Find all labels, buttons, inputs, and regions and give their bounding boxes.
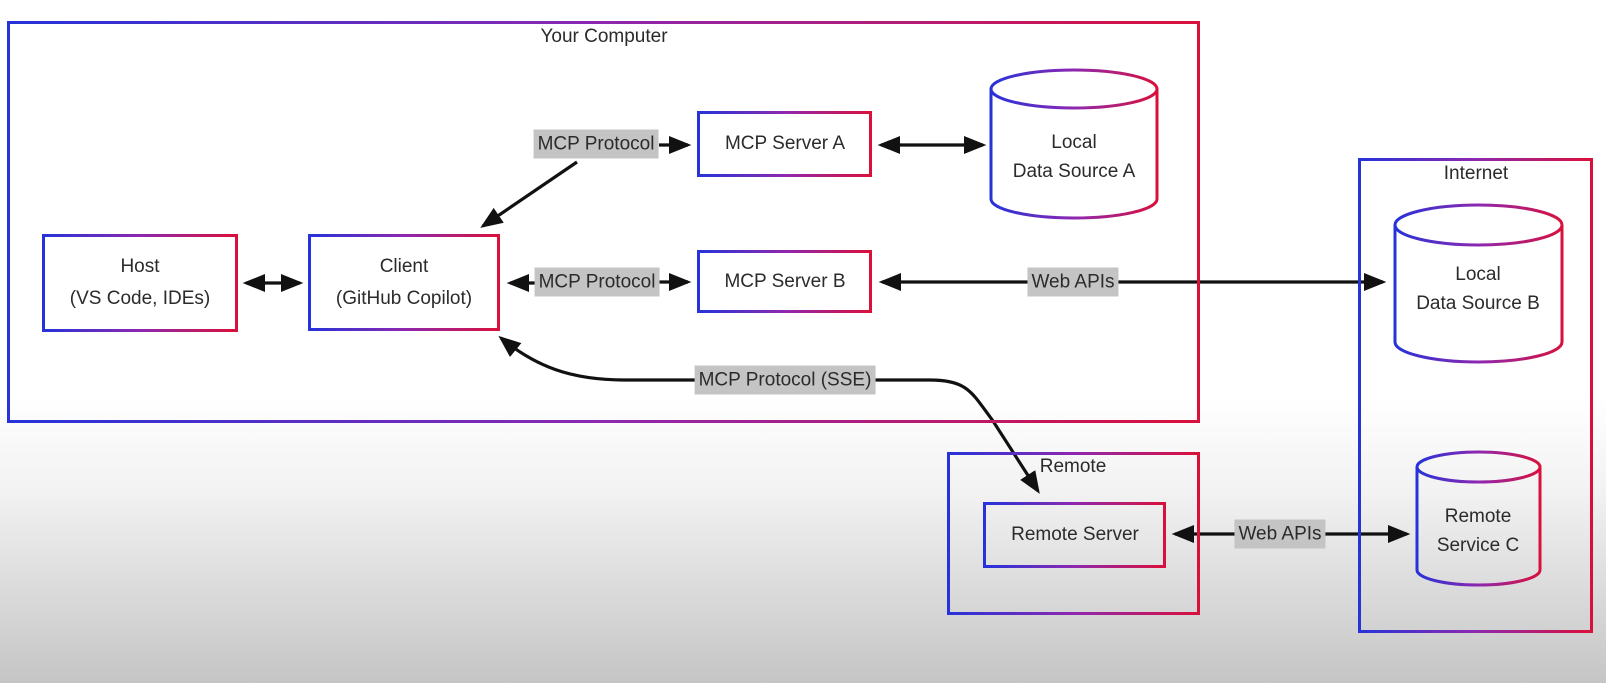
host-node-box — [42, 234, 238, 332]
host-label-line1: Host — [120, 256, 160, 277]
client-label-line1: Client — [379, 256, 429, 277]
remote-title: Remote — [1039, 456, 1107, 477]
mcp-server-b-node-box — [697, 250, 872, 313]
mcp-server-a-node-box — [697, 111, 872, 177]
internet-group-box — [1358, 158, 1593, 633]
local-data-source-b-line2: Data Source B — [1416, 293, 1540, 314]
your-computer-title: Your Computer — [540, 26, 668, 47]
your-computer-group-box — [7, 21, 1200, 423]
web-apis-label-c: Web APIs — [1234, 519, 1326, 549]
mcp-protocol-label-a: MCP Protocol — [533, 129, 659, 159]
internet-title: Internet — [1443, 163, 1509, 184]
remote-service-c-line2: Service C — [1436, 535, 1520, 556]
local-data-source-a-line2: Data Source A — [1012, 161, 1136, 182]
client-node-box — [308, 234, 500, 331]
remote-server-node-box — [983, 502, 1166, 568]
local-data-source-b-line1: Local — [1455, 264, 1501, 285]
client-label: Client (GitHub Copilot) — [336, 251, 472, 315]
mcp-protocol-label-b: MCP Protocol — [534, 267, 660, 297]
mcp-server-a-label: MCP Server A — [724, 133, 846, 154]
web-apis-label-b: Web APIs — [1027, 267, 1119, 297]
remote-service-c-line1: Remote — [1444, 506, 1512, 527]
mcp-protocol-sse-label: MCP Protocol (SSE) — [694, 365, 876, 395]
remote-service-c-label: Remote Service C — [1437, 502, 1519, 560]
local-data-source-a-line1: Local — [1051, 132, 1097, 153]
client-label-line2: (GitHub Copilot) — [335, 288, 473, 309]
remote-server-label: Remote Server — [1011, 524, 1139, 545]
host-label-line2: (VS Code, IDEs) — [69, 288, 211, 309]
mcp-server-b-label: MCP Server B — [724, 271, 846, 292]
local-data-source-a-label: Local Data Source A — [1013, 128, 1136, 186]
host-label: Host (VS Code, IDEs) — [70, 251, 210, 315]
local-data-source-b-label: Local Data Source B — [1416, 260, 1540, 318]
